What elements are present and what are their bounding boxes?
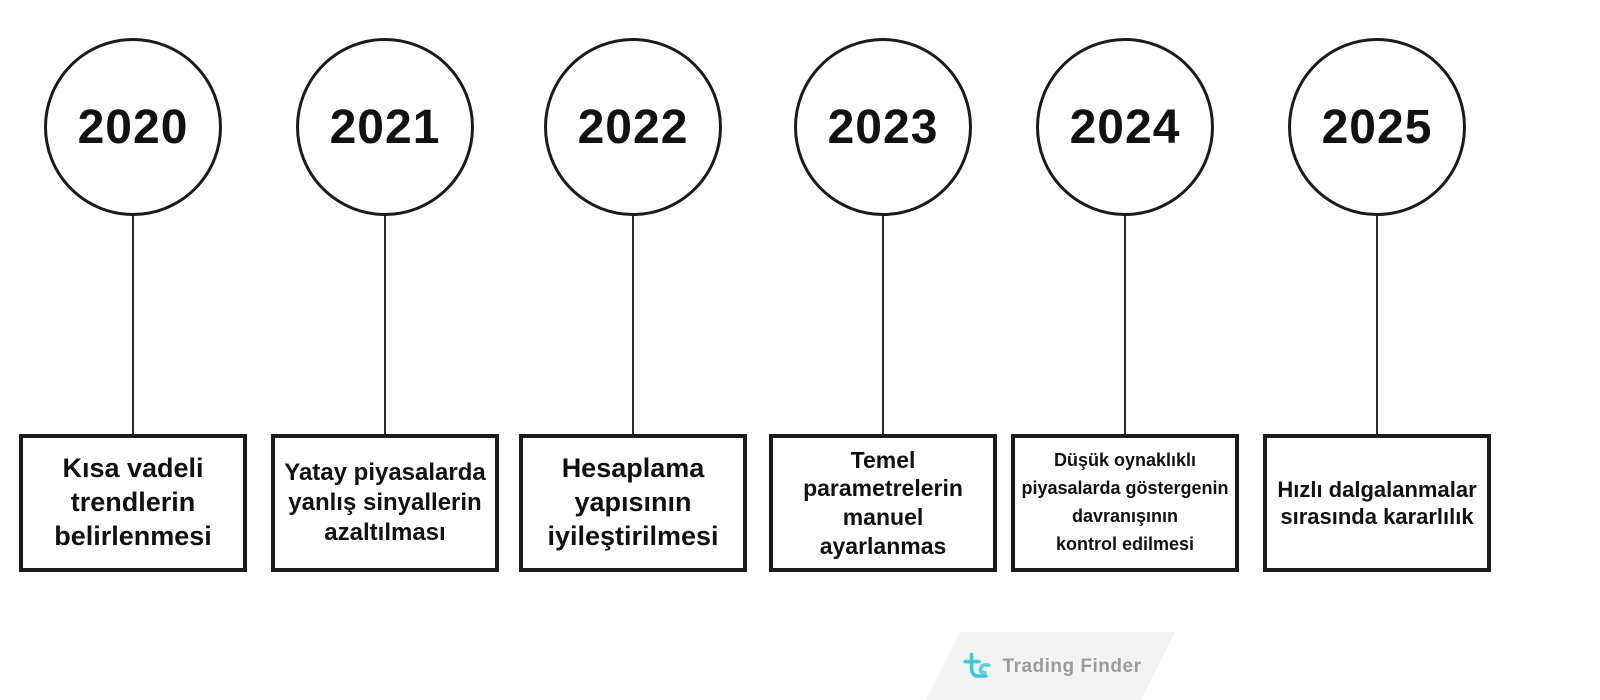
brand-name: Trading Finder bbox=[1002, 656, 1142, 677]
description-box: Hesaplama yapısının iyileştirilmesi bbox=[519, 434, 747, 572]
year-label: 2024 bbox=[1069, 100, 1181, 154]
timeline-item-2020: 2020 Kısa vadeli trendlerin belirlenmesi bbox=[8, 38, 258, 572]
description-box: Hızlı dalgalanmalar sırasında kararlılık bbox=[1263, 434, 1491, 572]
trading-finder-logo-icon bbox=[963, 652, 991, 678]
timeline-item-2022: 2022 Hesaplama yapısının iyileştirilmesi bbox=[508, 38, 758, 572]
year-circle: 2020 bbox=[44, 38, 222, 216]
description-text: Yatay piyasalarda yanlış sinyallerin aza… bbox=[284, 459, 486, 546]
connector-line bbox=[132, 216, 134, 434]
year-circle: 2025 bbox=[1288, 38, 1466, 216]
description-text: Temel parametrelerin manuel ayarlanmas bbox=[803, 446, 963, 559]
year-circle: 2023 bbox=[794, 38, 972, 216]
timeline-item-2024: 2024 Düşük oynaklıklı piyasalarda göster… bbox=[1000, 38, 1250, 572]
year-label: 2022 bbox=[577, 100, 689, 154]
description-box: Düşük oynaklıklı piyasalarda göstergenin… bbox=[1011, 434, 1239, 572]
connector-line bbox=[632, 216, 634, 434]
year-circle: 2021 bbox=[296, 38, 474, 216]
year-label: 2023 bbox=[827, 100, 939, 154]
description-text: Hesaplama yapısının iyileştirilmesi bbox=[547, 453, 719, 551]
description-box: Temel parametrelerin manuel ayarlanmas bbox=[769, 434, 997, 572]
description-box: Kısa vadeli trendlerin belirlenmesi bbox=[19, 434, 247, 572]
year-label: 2025 bbox=[1321, 100, 1433, 154]
description-text: Kısa vadeli trendlerin belirlenmesi bbox=[54, 453, 212, 551]
timeline-item-2023: 2023 Temel parametrelerin manuel ayarlan… bbox=[758, 38, 1008, 572]
year-label: 2020 bbox=[77, 100, 189, 154]
connector-line bbox=[384, 216, 386, 434]
connector-line bbox=[1376, 216, 1378, 434]
description-text: Düşük oynaklıklı piyasalarda göstergenin… bbox=[1021, 450, 1229, 554]
timeline-item-2021: 2021 Yatay piyasalarda yanlış sinyalleri… bbox=[260, 38, 510, 572]
year-circle: 2024 bbox=[1036, 38, 1214, 216]
year-label: 2021 bbox=[329, 100, 441, 154]
description-text: Hızlı dalgalanmalar sırasında kararlılık bbox=[1277, 476, 1477, 530]
brand-footer: Trading Finder bbox=[925, 632, 1175, 700]
connector-line bbox=[882, 216, 884, 434]
connector-line bbox=[1124, 216, 1126, 434]
description-box: Yatay piyasalarda yanlış sinyallerin aza… bbox=[271, 434, 499, 572]
year-circle: 2022 bbox=[544, 38, 722, 216]
timeline-item-2025: 2025 Hızlı dalgalanmalar sırasında karar… bbox=[1252, 38, 1502, 572]
